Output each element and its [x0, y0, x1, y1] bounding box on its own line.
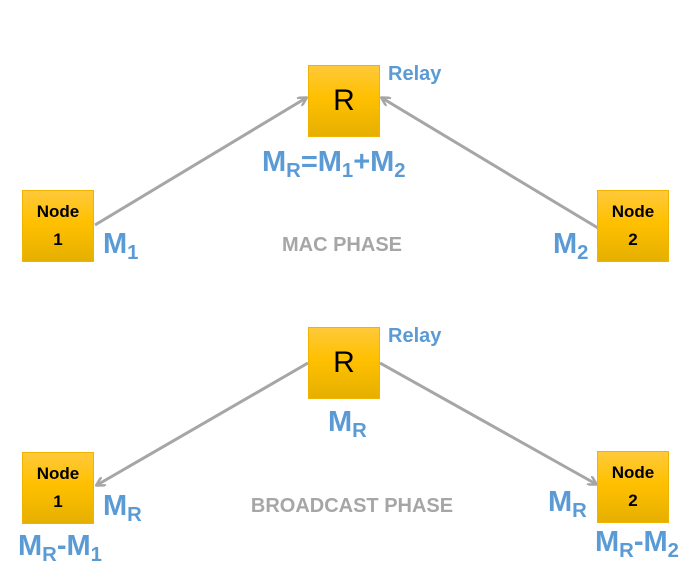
- node2-msg-mac: M2: [553, 228, 589, 265]
- relay-msg-broadcast: MR: [328, 406, 367, 443]
- relay-letter: R: [333, 346, 355, 379]
- relay-box-broadcast: R: [308, 327, 380, 399]
- mac-phase-title: MAC PHASE: [281, 234, 403, 256]
- node2-msg-broadcast: MR: [548, 486, 587, 523]
- node1-msg-broadcast: MR: [103, 490, 142, 527]
- node1-result: MR-M1: [18, 530, 102, 567]
- node1-msg-mac: M1: [103, 228, 139, 265]
- relay-box-mac: R: [308, 65, 380, 137]
- relay-letter: R: [333, 84, 355, 117]
- relay-tag-broadcast: Relay: [388, 325, 442, 347]
- arrow-relay-to-node1: [97, 361, 309, 485]
- arrow-node2-to-relay: [382, 98, 599, 230]
- arrow-node1-to-relay: [94, 98, 306, 227]
- arrow-relay-to-node2: [379, 361, 596, 484]
- broadcast-phase-title: BROADCAST PHASE: [250, 495, 454, 517]
- relay-tag-mac: Relay: [388, 63, 442, 85]
- relay-equation: MR=M1+M2: [262, 146, 406, 183]
- node2-result: MR-M2: [595, 526, 679, 563]
